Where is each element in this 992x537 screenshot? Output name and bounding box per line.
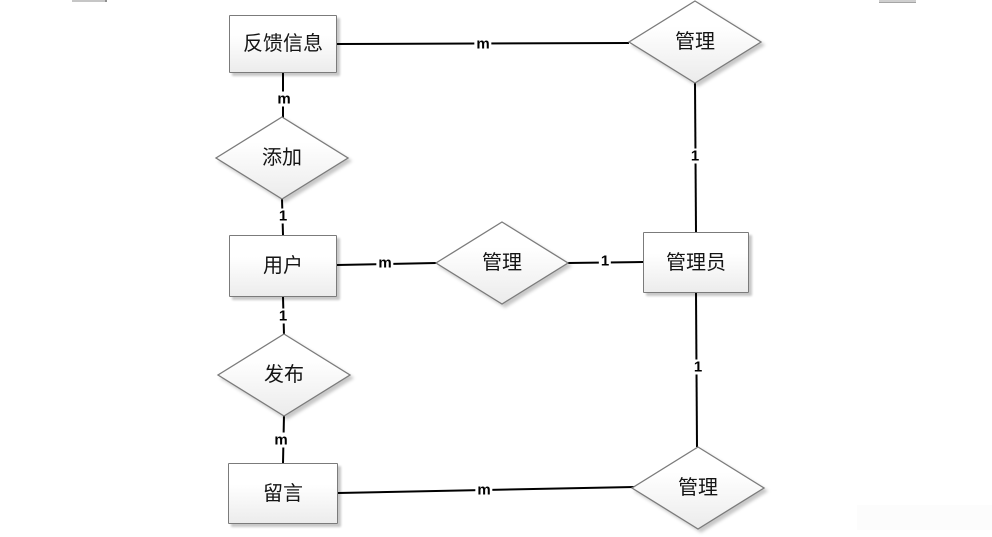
entity-feedback-info-label: 反馈信息	[243, 33, 323, 55]
relationship-publish-label: 发布	[264, 364, 304, 386]
top-edge-artifact-right	[879, 0, 916, 3]
relationship-publish: 发布	[215, 332, 353, 418]
relationship-manage-bottom-label: 管理	[678, 477, 718, 499]
entity-message: 留言	[228, 463, 338, 524]
entity-feedback-info: 反馈信息	[229, 15, 337, 73]
cardinality-feedback-manage-top: m	[474, 35, 492, 53]
cardinality-manage-top-admin: 1	[688, 147, 702, 165]
relationship-manage-middle-label: 管理	[482, 252, 522, 274]
relationship-manage-bottom: 管理	[629, 445, 767, 531]
diamond-shape	[627, 0, 763, 84]
cardinality-user-publish: 1	[276, 307, 290, 325]
relationship-manage-top-label: 管理	[675, 31, 715, 53]
diamond-shape	[630, 446, 766, 530]
cardinality-message-manage-bottom: m	[475, 481, 493, 499]
entity-admin: 管理员	[643, 232, 749, 293]
diamond-shape	[434, 221, 570, 305]
entity-admin-label: 管理员	[666, 251, 726, 274]
cardinality-add-user: 1	[276, 207, 290, 225]
cardinality-manage-middle-admin: 1	[598, 252, 612, 270]
cardinality-user-manage-middle: m	[376, 254, 394, 272]
entity-user-label: 用户	[263, 255, 303, 277]
relationship-manage-middle: 管理	[433, 220, 571, 306]
cardinality-admin-manage-bottom: 1	[691, 358, 705, 376]
relationship-add: 添加	[213, 115, 351, 201]
cardinality-publish-message: m	[272, 431, 290, 449]
entity-user: 用户	[229, 235, 337, 297]
diamond-shape	[216, 333, 352, 417]
cardinality-feedback-add: m	[275, 90, 293, 108]
bottom-right-faint-shape	[857, 505, 992, 530]
relationship-manage-top: 管理	[626, 0, 764, 85]
diamond-shape	[214, 116, 350, 200]
entity-message-label: 留言	[263, 482, 303, 505]
relationship-add-label: 添加	[262, 147, 302, 169]
top-edge-artifact-left	[72, 0, 107, 2]
